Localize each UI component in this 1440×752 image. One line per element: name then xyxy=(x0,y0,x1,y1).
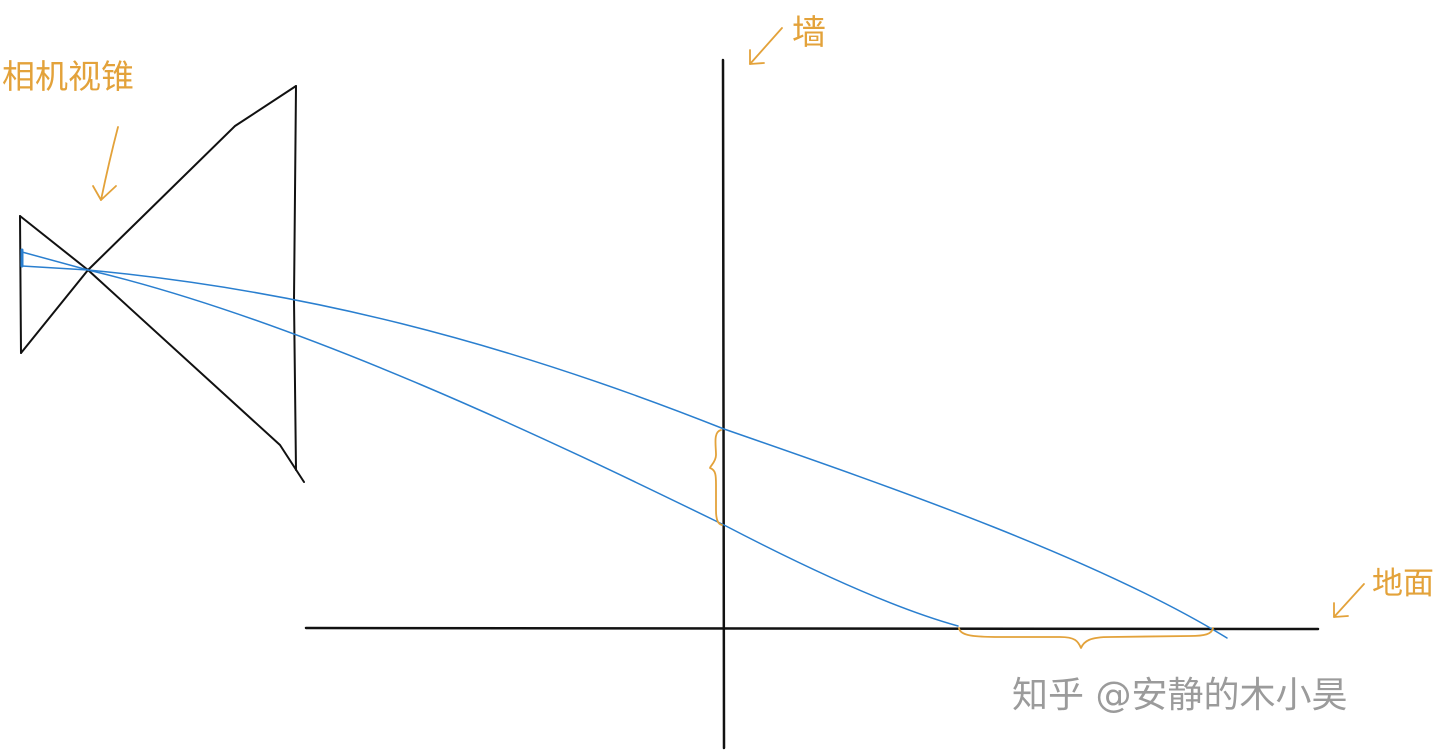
ground-arrow xyxy=(1333,583,1365,618)
watermark: 知乎 @安静的木小昊 xyxy=(1012,675,1347,716)
wall-arrow-head xyxy=(749,49,765,65)
wall-line xyxy=(721,58,726,750)
frustum-far-edge xyxy=(293,85,297,471)
ground-brace xyxy=(958,627,1214,649)
annotations xyxy=(92,27,1365,649)
frustum-far-top xyxy=(87,85,297,271)
camera-frustum-label: 相机视锥 xyxy=(2,57,134,96)
frustum-near-top xyxy=(19,215,89,271)
ray-upper xyxy=(21,251,1228,639)
wall-brace xyxy=(709,429,723,526)
wall-label: 墙 xyxy=(792,13,826,53)
wall-arrow xyxy=(749,27,783,65)
camera-arrow-head xyxy=(92,185,117,201)
camera-arrow xyxy=(100,126,119,201)
frustum-near-edge xyxy=(19,215,22,354)
ground-arrow-head xyxy=(1333,602,1349,618)
frustum-near-bottom xyxy=(20,269,89,354)
ground-label: 地面 xyxy=(1372,566,1434,602)
view-rays xyxy=(20,248,1228,639)
camera-frustum xyxy=(19,85,305,483)
ray-lower xyxy=(21,265,959,627)
ground-line xyxy=(304,626,1320,631)
frustum-far-bottom xyxy=(87,269,305,483)
